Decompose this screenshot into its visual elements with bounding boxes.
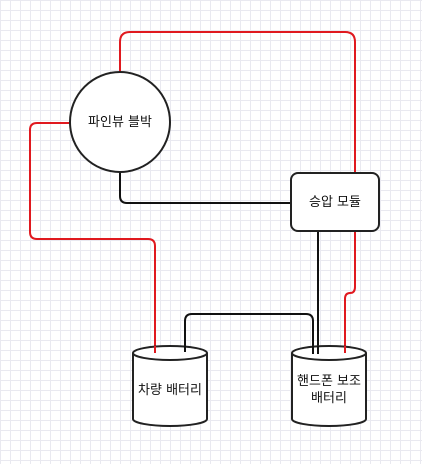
red-wire-blackbox-to-car-battery — [29, 122, 156, 346]
blackbox-node — [69, 71, 171, 173]
red-wire-booster-to-phone-battery — [344, 232, 356, 346]
black-wire-car-battery-to-phone-battery — [184, 313, 314, 346]
car-battery-node — [132, 345, 208, 427]
red-wire-blackbox-to-booster — [119, 31, 356, 173]
phone-battery-node — [291, 345, 367, 427]
black-wire-blackbox-to-booster — [119, 172, 291, 204]
booster-node — [290, 172, 380, 232]
